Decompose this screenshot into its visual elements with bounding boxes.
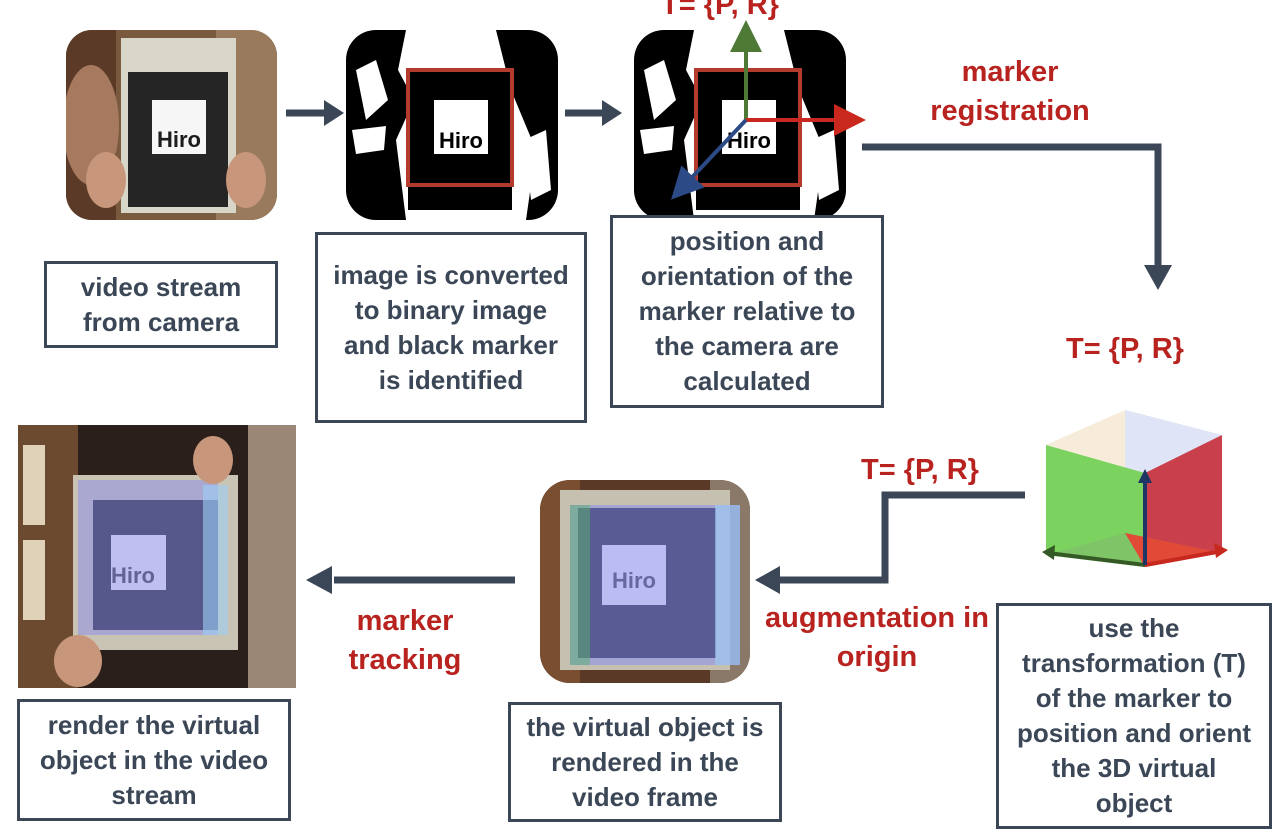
video-stream-text: video stream from camera — [80, 271, 242, 337]
augmentation-label: augmentation in origin — [765, 602, 989, 673]
rendered-frame-text: the virtual object is rendered in the vi… — [526, 711, 764, 812]
camera-frame-image: Hiro — [66, 30, 277, 220]
binary-image-text: image is converted to binary image and b… — [333, 259, 569, 395]
render-stream-image: Hiro — [18, 425, 296, 688]
render-stream-text: render the virtual object in the video s… — [39, 709, 269, 810]
arrow-head — [755, 566, 780, 594]
rendered-frame-box: the virtual object is rendered in the vi… — [508, 702, 782, 822]
transformation-box: use the transformation (T) of the marker… — [996, 603, 1272, 829]
arrow-head — [1144, 265, 1172, 290]
hiro-marker-text: Hiro — [439, 128, 483, 153]
marker-tracking-label: marker tracking — [348, 605, 462, 676]
binary-image: Hiro — [346, 30, 558, 220]
rendered-frame-image: Hiro — [540, 480, 750, 683]
pose-calculation-box: position and orientation of the marker r… — [610, 215, 884, 408]
virtual-cube-image — [1030, 405, 1232, 585]
render-stream-box: render the virtual object in the video s… — [17, 699, 291, 821]
arrow-head — [324, 100, 344, 126]
arrow-head — [602, 100, 622, 126]
binary-image-box: image is converted to binary image and b… — [315, 232, 587, 423]
pose-label-right: T= {P, R} — [1066, 333, 1184, 365]
hiro-marker-text: Hiro — [157, 127, 201, 152]
pose-image: Hiro — [634, 30, 846, 220]
pose-label-mid: T= {P, R} — [861, 454, 979, 486]
arrow-head — [306, 566, 332, 594]
video-stream-box: video stream from camera — [44, 261, 278, 348]
marker-registration-label: marker registration — [930, 56, 1090, 127]
transformation-text: use the transformation (T) of the marker… — [1017, 613, 1251, 818]
pose-calculation-text: position and orientation of the marker r… — [638, 226, 856, 396]
pose-label-top: T= {P, R} — [661, 0, 779, 21]
